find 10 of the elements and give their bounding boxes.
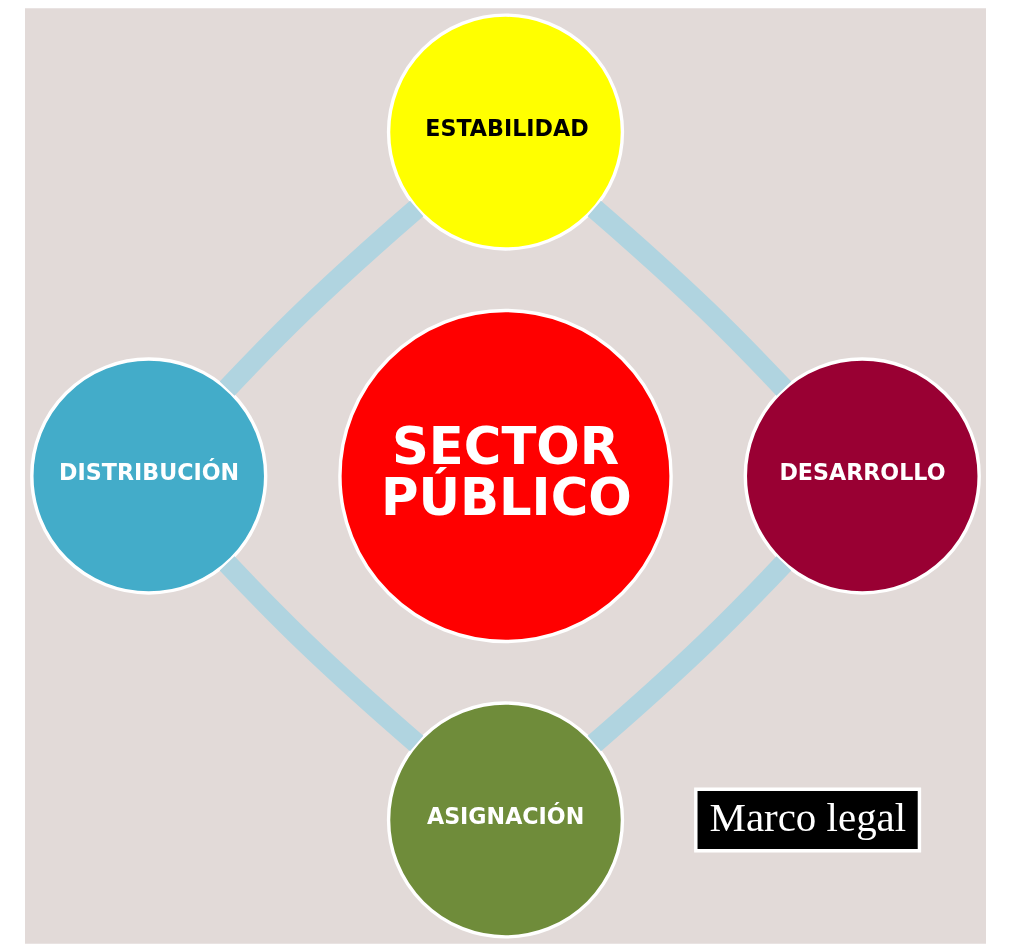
node-circle: SECTOR PÚBLICO: [337, 308, 673, 644]
node-circle: DISTRIBUCIÓN: [29, 357, 267, 595]
node-circle: ESTABILIDAD: [386, 13, 624, 251]
node-box: Marco legal: [693, 787, 921, 853]
connector: [219, 200, 423, 396]
connector: [587, 200, 791, 396]
node-circle: ASIGNACIÓN: [386, 701, 624, 939]
connector: [219, 556, 423, 752]
node-circle: DESARROLLO: [743, 357, 981, 595]
connector: [587, 556, 791, 752]
